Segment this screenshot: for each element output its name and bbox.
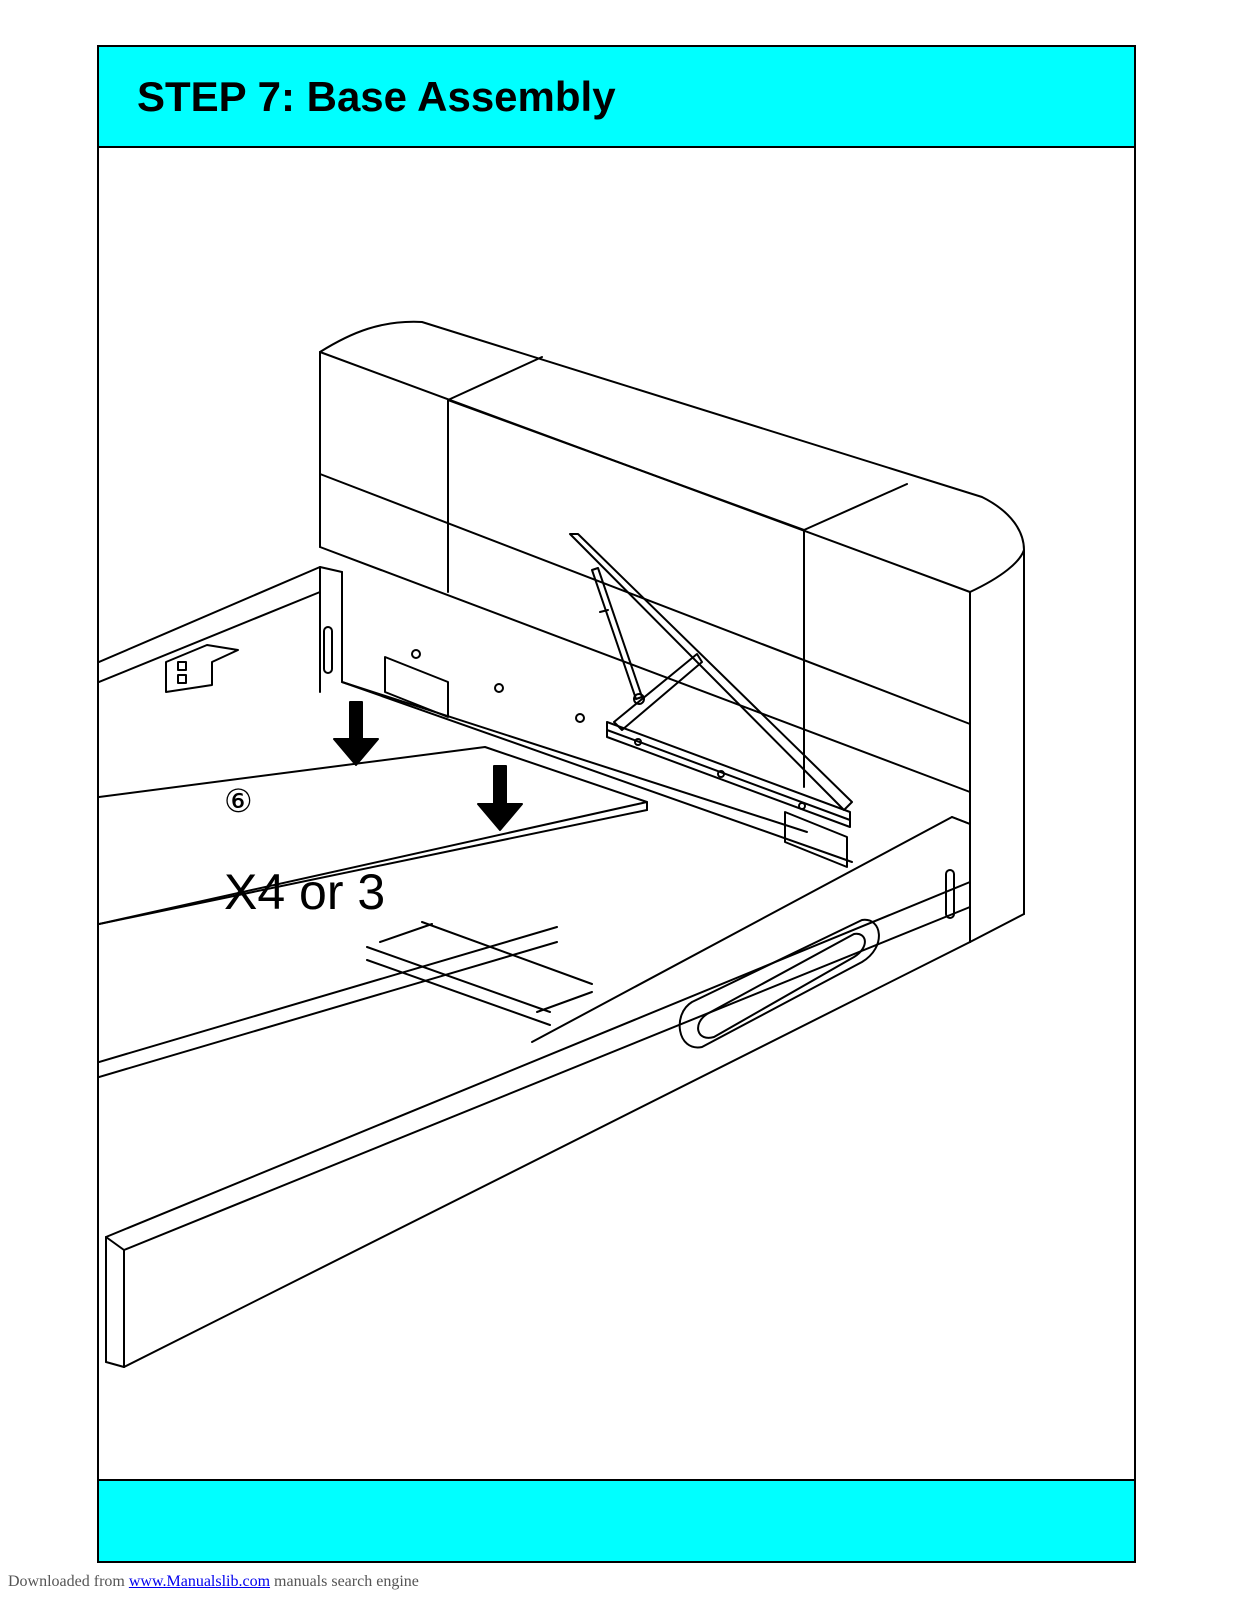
down-arrow-right: [477, 765, 523, 831]
down-arrow-left: [333, 701, 379, 766]
footer-band: [99, 1479, 1134, 1561]
handle-slot: [678, 918, 880, 1049]
quantity-label: X4 or 3: [224, 864, 385, 920]
download-footer: Downloaded from www.Manualslib.com manua…: [8, 1573, 419, 1591]
headboard-top-edge: [319, 351, 1025, 593]
headboard-top: [319, 320, 1025, 915]
part-number: ⑥: [224, 783, 253, 819]
manualslib-link[interactable]: www.Manualslib.com: [128, 1573, 271, 1590]
slat-panel: [99, 746, 648, 925]
back-rail: [341, 571, 853, 863]
bed-base-assembly-diagram: ⑥ X4 or 3: [99, 320, 1025, 1368]
header-band: STEP 7: Base Assembly: [99, 47, 1134, 148]
foot-rail: [105, 881, 971, 1238]
footer-prefix: Downloaded from: [8, 1573, 129, 1590]
step-title: STEP 7: Base Assembly: [137, 73, 616, 120]
footer-suffix: manuals search engine: [270, 1573, 419, 1590]
lift-bracket-rail: [606, 721, 851, 828]
corner-bracket: [165, 644, 239, 693]
right-side-rail: [531, 816, 971, 1043]
gas-lift-arm: [569, 533, 853, 811]
page-frame: STEP 7: Base Assembly: [97, 45, 1136, 1563]
